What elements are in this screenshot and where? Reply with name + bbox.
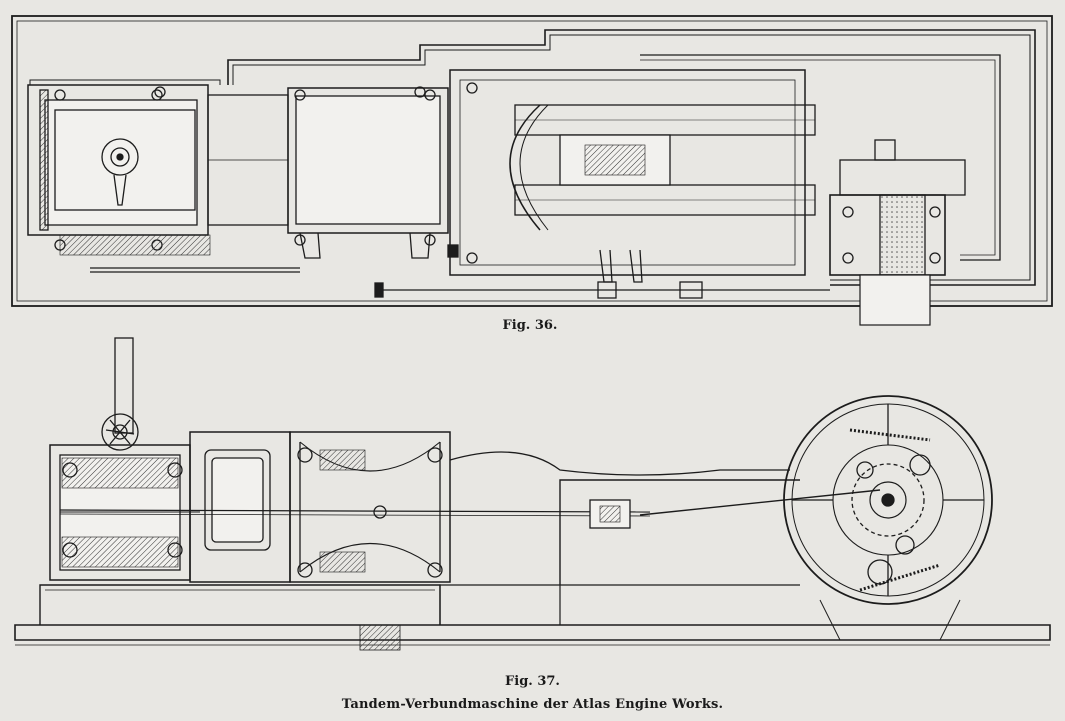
fig36-drawing bbox=[11, 15, 1053, 326]
fig37-drawing bbox=[14, 337, 1051, 651]
fig37-caption: Fig. 37. bbox=[505, 674, 560, 689]
fig36-caption: Fig. 36. bbox=[502, 318, 558, 333]
figure-title: Tandem-Verbundmaschine der Atlas Engine … bbox=[341, 697, 724, 712]
